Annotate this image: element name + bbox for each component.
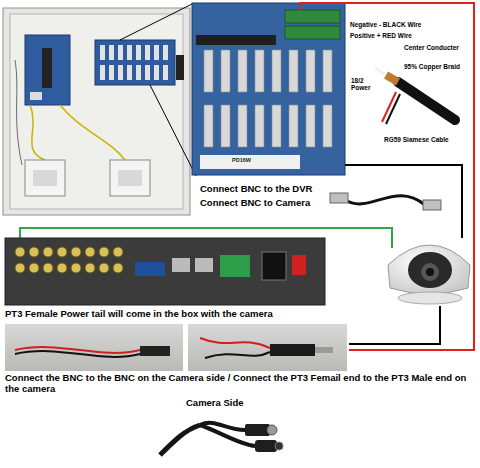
rg59-cable [375, 68, 455, 124]
dome-camera [388, 245, 470, 304]
instruction-note: Connect BNC to the DVR [200, 184, 330, 195]
cable-part-label: Center Conducter [404, 44, 476, 51]
instruction-note: Connect the BNC to the BNC on the Camera… [5, 373, 475, 395]
instruction-note: PT3 Female Power tail will come in the b… [5, 309, 335, 320]
cable-part-label: 95% Copper Braid [404, 63, 476, 70]
board-model: PD16W [232, 157, 272, 163]
camera-pigtail [160, 423, 283, 455]
wire-label: Negative - BLACK Wire [350, 21, 450, 28]
fuse-board [192, 3, 345, 175]
bnc-cable [330, 193, 441, 210]
pigtail-photos [5, 324, 347, 371]
power-supply-enclosure [3, 8, 190, 215]
cable-name: RG59 Siamese Cable [384, 136, 464, 143]
dvr-recorder [5, 238, 325, 305]
photo-caption: Camera Side [186, 398, 256, 409]
instruction-note: Connect BNC to Camera [200, 198, 330, 209]
wire-label: Positive + RED Wire [350, 32, 450, 39]
cable-part-label: 18/2 Power [351, 77, 377, 92]
